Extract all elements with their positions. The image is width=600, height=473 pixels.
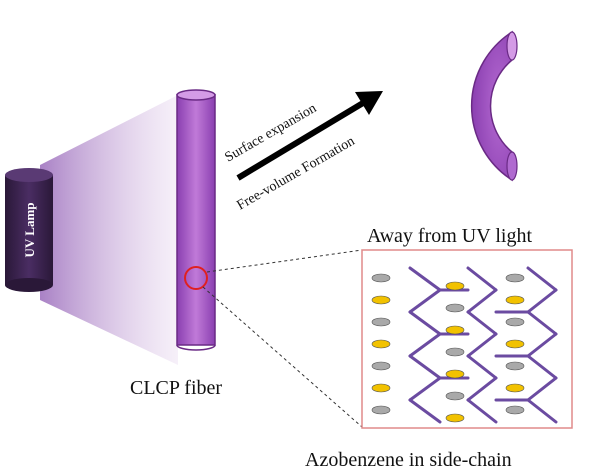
backbone-segment [526,266,558,292]
azobenzene-mesogen [445,303,465,313]
azobenzene-mesogen [371,295,391,305]
azobenzene-mesogen [505,273,525,283]
azobenzene-mesogen [445,281,465,291]
inset-box [361,249,573,429]
uv-lamp: UV Lamp [5,168,53,292]
backbone-segment [466,354,498,380]
backbone-segment [408,266,442,292]
fiber-caption: CLCP fiber [130,377,222,399]
bend-arrow-shaft [236,97,370,181]
azobenzene-mesogen [445,413,465,423]
backbone-segment [466,288,498,314]
azobenzene-mesogen [371,273,391,283]
azobenzene-mesogen [505,361,525,371]
backbone-segment [526,376,558,402]
azobenzene-mesogen [505,405,525,415]
azobenzene-mesogen [505,295,525,305]
backbone-segment [408,398,442,424]
backbone-segment [526,398,558,424]
azobenzene-mesogen [371,317,391,327]
polymer-network [371,266,558,424]
backbone-segment [408,288,442,314]
azobenzene-mesogen [505,383,525,393]
azobenzene-mesogen [371,339,391,349]
backbone-segment [466,376,498,402]
backbone-segment [526,354,558,380]
azobenzene-mesogen [445,347,465,357]
azobenzene-mesogen [371,405,391,415]
zoom-line-bottom [202,286,363,428]
backbone-segment [408,354,442,380]
backbone-segment [526,332,558,358]
uv-lamp-label: UV Lamp [22,202,37,257]
azobenzene-mesogen [371,361,391,371]
highlight-circle [184,266,208,290]
backbone-segment [408,376,442,402]
backbone-segment [466,332,498,358]
bend-arrow-head [355,91,383,115]
backbone-segment [466,266,498,292]
azobenzene-mesogen [445,391,465,401]
azobenzene-mesogen [445,369,465,379]
clcp-fiber [176,89,216,351]
bent-caption: Away from UV light [367,225,532,247]
azobenzene-mesogen [445,325,465,335]
azobenzene-mesogen [505,339,525,349]
backbone-segment [466,310,498,336]
backbone-segment [466,398,498,424]
backbone-segment [526,288,558,314]
zoom-line-top [206,249,363,273]
uv-beam [40,95,178,365]
azobenzene-mesogen [371,383,391,393]
backbone-segment [408,332,442,358]
backbone-segment [408,310,442,336]
azobenzene-mesogen [505,317,525,327]
bent-fiber [470,30,518,182]
backbone-segment [526,310,558,336]
inset-caption: Azobenzene in side-chain [305,449,512,471]
